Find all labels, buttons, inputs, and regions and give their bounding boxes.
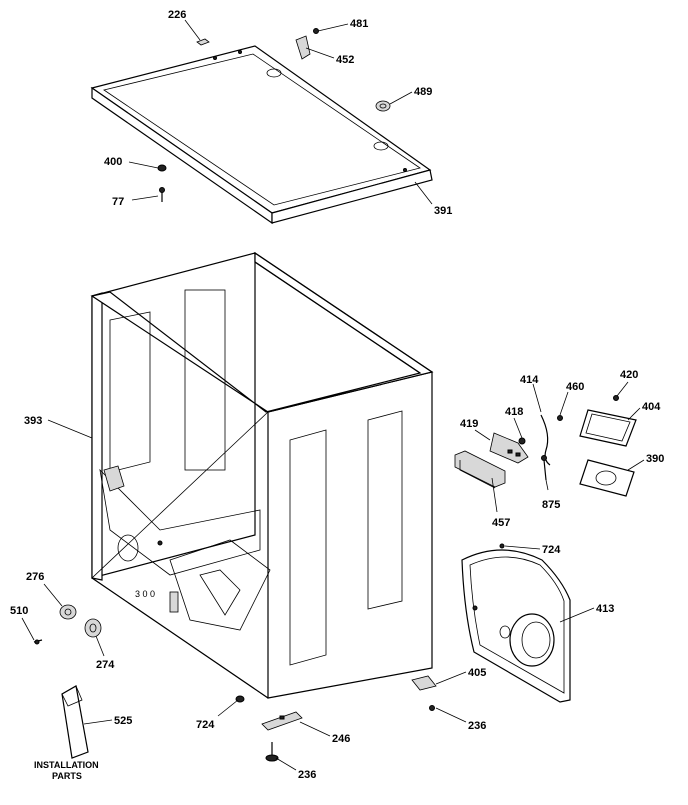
label-276: 276 — [26, 571, 44, 583]
installation-label-line2: PARTS — [52, 771, 82, 781]
label-510: 510 — [10, 605, 28, 617]
label-391: 391 — [434, 205, 452, 217]
part-510-screw — [33, 639, 43, 645]
part-390-plate — [579, 459, 635, 497]
installation-label-line1: INSTALLATION — [34, 760, 99, 770]
label-404: 404 — [642, 401, 661, 413]
label-390: 390 — [646, 453, 664, 465]
part-405-bracket — [411, 675, 437, 691]
label-724-top: 724 — [542, 544, 561, 556]
part-276-pulley — [59, 604, 77, 620]
part-236-screw-right — [429, 705, 435, 711]
label-236-bottom: 236 — [298, 769, 316, 781]
part-414-wire — [540, 414, 551, 466]
label-413: 413 — [596, 603, 614, 615]
label-525: 525 — [114, 715, 132, 727]
part-481-screw — [313, 28, 319, 34]
part-77-screw — [159, 187, 165, 202]
label-419: 419 — [460, 418, 478, 430]
label-457: 457 — [492, 517, 510, 529]
part-452-bracket — [295, 35, 311, 60]
label-246: 246 — [332, 733, 350, 745]
part-226-clip — [196, 38, 210, 46]
part-404-cover — [579, 409, 637, 447]
label-724-bottom: 724 — [196, 719, 215, 731]
label-489: 489 — [414, 86, 432, 98]
label-420: 420 — [620, 369, 638, 381]
leader-lines — [21, 19, 645, 771]
top-panel — [90, 45, 433, 225]
front-panel — [461, 549, 571, 703]
part-489-grommet — [375, 100, 391, 112]
part-460-screw — [557, 415, 563, 421]
part-400-washer — [157, 164, 167, 172]
cabinet: 3 0 0 — [90, 251, 434, 699]
label-400: 400 — [104, 156, 122, 168]
label-460: 460 — [566, 381, 584, 393]
part-246-leveler — [261, 711, 303, 731]
label-452: 452 — [336, 54, 354, 66]
label-236-right: 236 — [468, 720, 486, 732]
svg-text:3 0 0: 3 0 0 — [135, 589, 155, 599]
part-labels: 226 481 452 489 400 77 391 393 414 460 4… — [10, 9, 664, 781]
label-274: 274 — [96, 659, 115, 671]
label-393: 393 — [24, 415, 42, 427]
part-418-nut — [518, 437, 526, 445]
label-481: 481 — [350, 18, 368, 30]
part-terminal-block — [489, 432, 529, 464]
part-274-wheel — [84, 618, 102, 638]
part-420-screw — [613, 395, 619, 401]
label-405: 405 — [468, 667, 486, 679]
part-419-bracket — [454, 450, 506, 489]
label-875: 875 — [542, 499, 560, 511]
label-418: 418 — [505, 406, 523, 418]
label-226: 226 — [168, 9, 186, 21]
installation-parts-bag — [61, 685, 89, 759]
part-875-screw — [541, 455, 547, 481]
part-236-foot — [265, 742, 279, 762]
part-724-clip-top — [499, 543, 505, 549]
label-414: 414 — [520, 374, 539, 386]
label-77: 77 — [112, 196, 124, 208]
